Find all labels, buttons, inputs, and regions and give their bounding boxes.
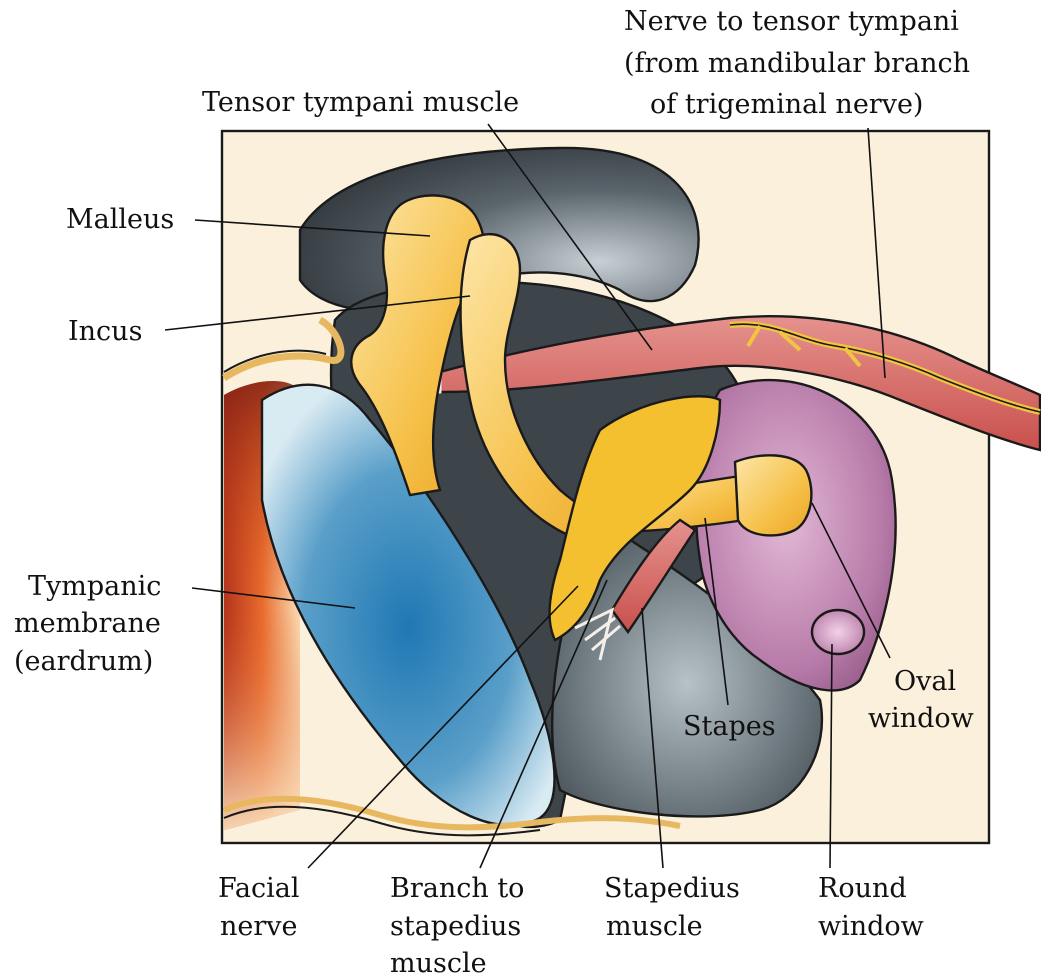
label-nerve-to-tensor: Nerve to tensor tympani (from mandibular… <box>624 6 979 120</box>
label-stapedius-muscle: Stapedius muscle <box>604 873 748 942</box>
round-window-shape <box>812 610 864 654</box>
label-malleus: Malleus <box>66 204 174 235</box>
label-tensor-tympani-muscle: Tensor tympani muscle <box>202 87 519 118</box>
label-stapes: Stapes <box>683 711 776 742</box>
label-facial-nerve: Facial nerve <box>218 873 308 942</box>
label-tympanic-membrane: Tympanic membrane (eardrum) <box>14 571 170 677</box>
label-round-window: Round window <box>818 873 924 942</box>
stapes-footplate <box>735 455 811 535</box>
label-incus: Incus <box>68 316 142 347</box>
label-branch-to-stapedius: Branch to stapedius muscle <box>390 873 533 979</box>
